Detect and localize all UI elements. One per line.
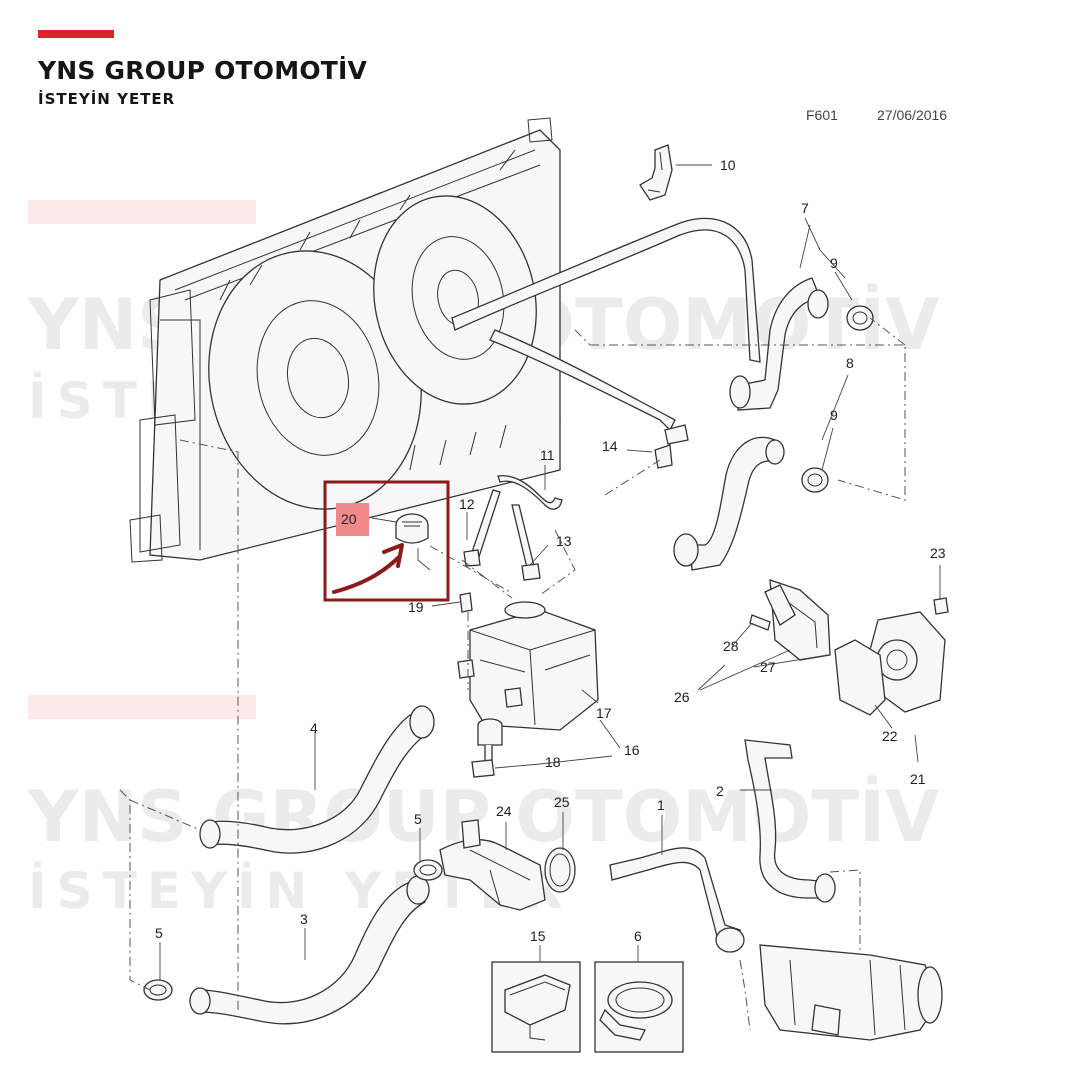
part-11-hose [497,475,563,510]
part-22-gasket [834,639,886,716]
part-27-bracket [764,579,831,661]
part-3-hose-end-lower [189,987,211,1015]
part-10-clip [639,144,673,201]
part-2-hose [744,739,826,899]
part-8-hose [689,436,779,571]
label-part-16: 16 [624,742,640,758]
label-part-9-upper: 9 [830,255,838,271]
part-4-hose-end [409,705,435,739]
label-part-27: 27 [760,659,776,675]
highlight-part-20 [323,480,450,602]
oil-cooler-housing [759,944,943,1041]
part-5-clamp-upper [413,859,443,881]
brand-accent-bar [38,30,114,38]
part-3-hose [197,879,426,1025]
label-part-15: 15 [530,928,546,944]
part-7-hose [737,277,821,411]
label-part-23: 23 [930,545,946,561]
radiator-fan-assembly [129,117,561,563]
brand-title: YNS GROUP OTOMOTİV [38,56,368,85]
part-4-hose [204,714,434,854]
label-part-22: 22 [882,728,898,744]
upper-radiator-hose [451,217,761,363]
part-13-hose [511,504,536,573]
part-2-hose-end [814,873,836,903]
part-7-hose-end-lower [729,375,751,409]
label-part-13: 13 [556,533,572,549]
label-part-28: 28 [723,638,739,654]
label-part-2: 2 [716,783,724,799]
part-8-hose-end-upper [765,439,785,465]
part-23-bolt [933,597,949,615]
part-9-clamp-lower [801,467,829,493]
part-9-clamp-upper [846,305,874,331]
label-part-4: 4 [310,720,318,736]
label-part-25: 25 [554,794,570,810]
label-part-7: 7 [801,200,809,216]
document-code: F601 [806,107,838,123]
label-part-5-upper: 5 [414,811,422,827]
part-20-cap [395,513,429,544]
label-part-14: 14 [602,438,618,454]
label-part-19: 19 [408,599,424,615]
label-part-6: 6 [634,928,642,944]
label-part-8: 8 [846,355,854,371]
part-7-hose-end [807,289,829,319]
part-21-water-pump [869,611,946,713]
part-14-fitting [654,444,673,469]
part-4-hose-end-lower [199,819,221,849]
label-part-17: 17 [596,705,612,721]
part-18-sensor [471,718,503,778]
label-part-18: 18 [545,754,561,770]
label-part-10: 10 [720,157,736,173]
part-24-thermostat-housing [439,819,546,911]
part-17-expansion-tank [457,601,599,731]
label-part-1: 1 [657,797,665,813]
watermark-bar-bottom [28,695,256,719]
label-part-20: 20 [341,511,357,527]
document-date: 27/06/2016 [877,107,948,123]
label-part-3: 3 [300,911,308,927]
part-19-clip [459,592,473,613]
label-part-5-lower: 5 [155,925,163,941]
label-part-12: 12 [459,496,475,512]
label-part-24: 24 [496,803,512,819]
label-part-26: 26 [674,689,690,705]
part-28-screw [749,614,771,631]
label-part-9-lower: 9 [830,407,838,423]
part-1-hose-end [715,927,745,953]
label-part-11: 11 [540,447,555,463]
part-5-clamp-lower [143,979,173,1001]
bypass-hose [489,329,676,432]
label-part-21: 21 [910,771,926,787]
watermark-bar-top [28,200,256,224]
part-8-hose-end [673,533,699,567]
brand-subtitle: İSTEYİN YETER [38,90,176,108]
